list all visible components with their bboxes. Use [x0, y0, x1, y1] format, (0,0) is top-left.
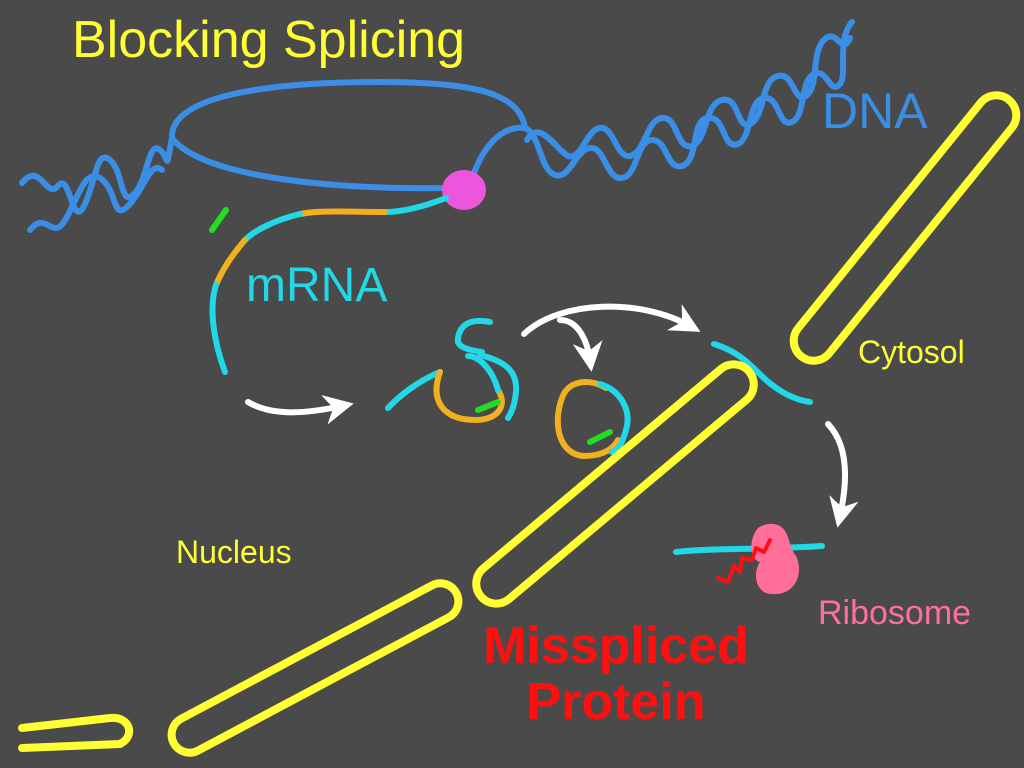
cytosolic-mrna	[673, 543, 825, 555]
misspliced-protein-label: Misspliced Protein	[456, 618, 776, 730]
mrna-label: mRNA	[246, 259, 388, 312]
misspliced-protein-line2: Protein	[526, 673, 706, 732]
dna-label: DNA	[822, 83, 928, 139]
process-arrows	[245, 303, 859, 528]
rna-polymerase	[442, 170, 486, 210]
antisense-oligo	[209, 207, 229, 233]
ribosome-complex	[673, 523, 825, 595]
ribosome	[751, 523, 799, 595]
antisense-oligo	[475, 399, 501, 413]
cytosol-label: Cytosol	[858, 334, 965, 370]
misspliced-protein-line1: Misspliced	[483, 617, 749, 675]
ribosome-label: Ribosome	[818, 594, 972, 632]
misspliced-protein-chain	[716, 538, 772, 584]
antisense-oligo	[587, 429, 613, 445]
slide-title: Blocking Splicing	[72, 11, 466, 69]
nuclear-membrane	[18, 91, 1021, 757]
exported-mrna	[711, 341, 813, 405]
dna-strand	[19, 19, 855, 233]
mrna-intermediate-2	[554, 379, 631, 460]
nucleus-label: Nucleus	[176, 534, 292, 570]
pre-mrna-strand	[209, 195, 449, 375]
mrna-intermediate-1	[385, 317, 520, 424]
